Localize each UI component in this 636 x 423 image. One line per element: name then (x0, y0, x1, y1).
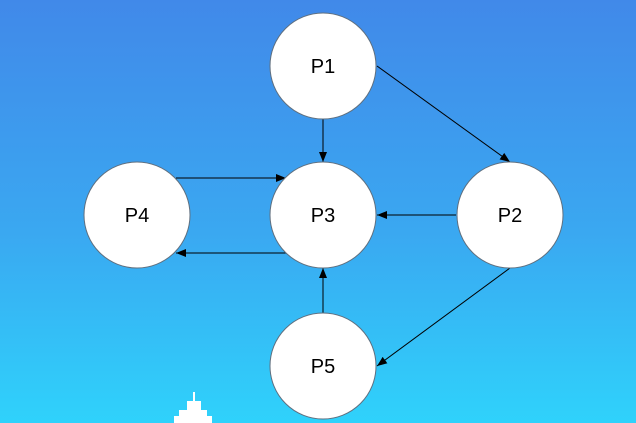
node-p1-circle (269, 12, 377, 120)
node-p4: P4 (83, 161, 191, 269)
node-p5-circle (269, 312, 377, 420)
node-p3-label: P3 (311, 205, 335, 227)
node-p1: P1 (269, 12, 377, 120)
edge-p2-to-p5 (376, 267, 511, 367)
node-p4-circle (83, 161, 191, 269)
edge-p1-to-p2 (376, 65, 511, 163)
building-silhouette-decoration (174, 392, 212, 423)
node-p4-label: P4 (125, 205, 149, 227)
node-p3-circle (269, 161, 377, 269)
edges (176, 65, 511, 367)
node-p5-label: P5 (311, 356, 335, 378)
node-p3: P3 (269, 161, 377, 269)
node-p2: P2 (456, 161, 564, 269)
node-p5: P5 (269, 312, 377, 420)
node-p1-label: P1 (311, 56, 335, 78)
node-p2-circle (456, 161, 564, 269)
node-p2-label: P2 (498, 205, 522, 227)
